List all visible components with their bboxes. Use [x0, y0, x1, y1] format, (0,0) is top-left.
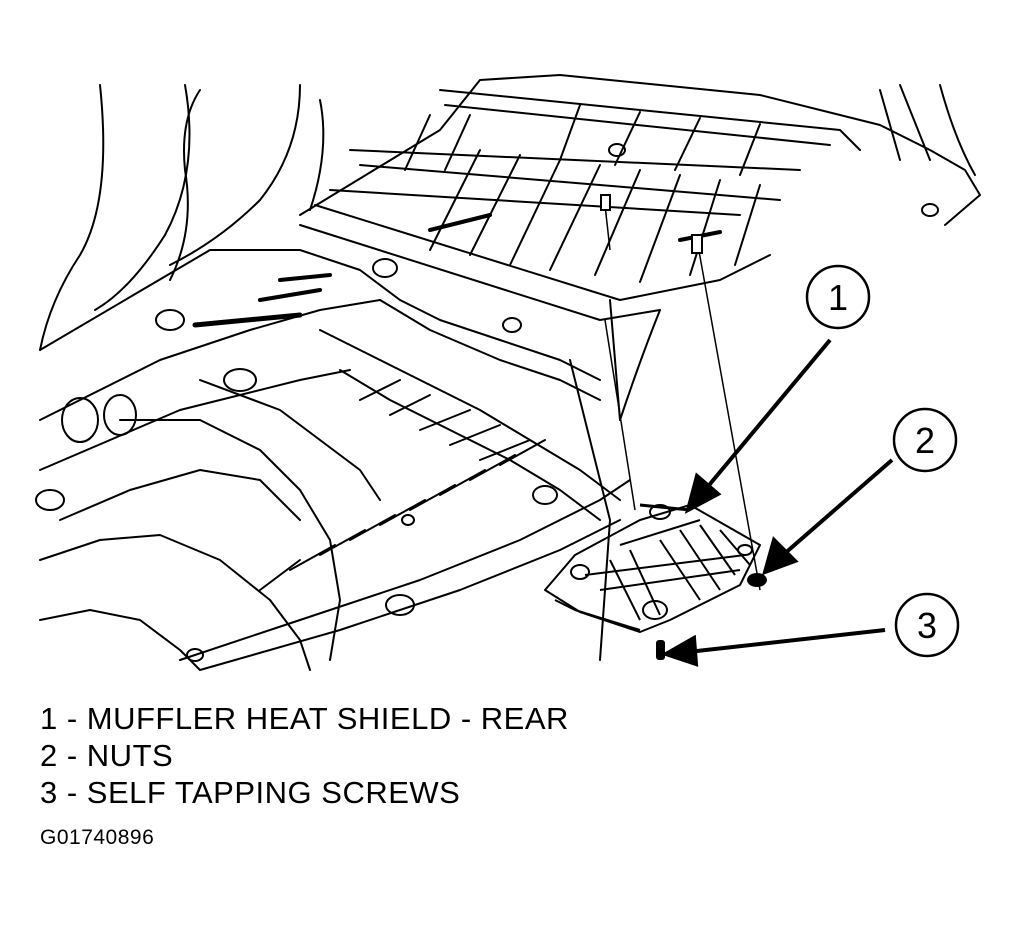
stud-icon [600, 194, 703, 254]
legend-item: 1 - MUFFLER HEAT SHIELD - REAR [40, 701, 569, 736]
screw-icon [656, 640, 665, 660]
legend: 1 - MUFFLER HEAT SHIELD - REAR 2 - NUTS … [40, 700, 569, 811]
figure-id: G01740896 [40, 826, 155, 849]
nut-icon [747, 573, 767, 587]
vehicle-underbody [35, 74, 981, 671]
callout-3: 3 [894, 592, 960, 658]
legend-item: 2 - NUTS [40, 738, 174, 773]
mounting-lines [604, 204, 761, 591]
callout-2: 2 [892, 407, 958, 473]
arrow-icon [661, 338, 894, 667]
callout-number: 1 [828, 277, 848, 318]
muffler-heat-shield [544, 503, 761, 633]
legend-item: 3 - SELF TAPPING SCREWS [40, 775, 461, 810]
callout-1: 1 [805, 264, 871, 330]
callout-number: 3 [917, 605, 937, 646]
callout-number: 2 [915, 420, 935, 461]
